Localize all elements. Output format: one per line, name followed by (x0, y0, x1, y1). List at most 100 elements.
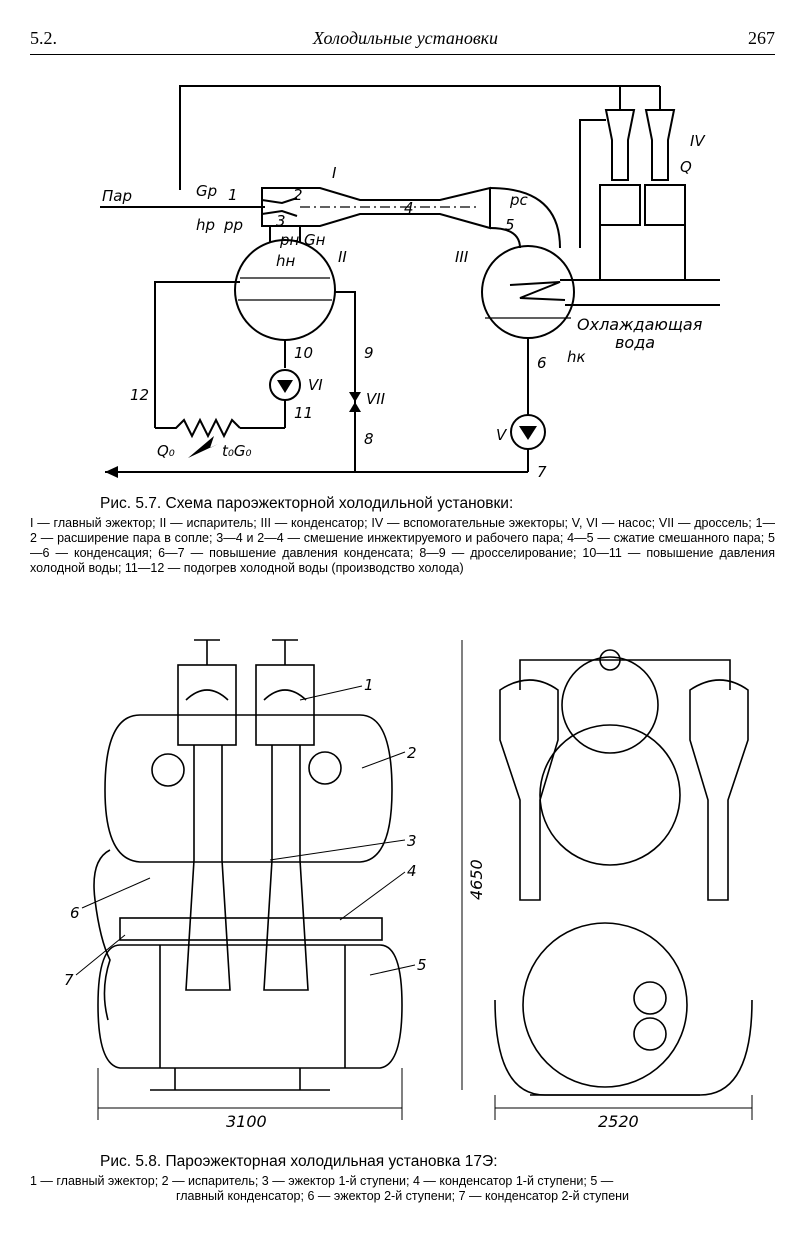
callout-6: 6 (70, 904, 80, 922)
label-point-4: 4 (404, 199, 414, 217)
aux-vapor-line (579, 119, 606, 248)
pump-vi-arrow (277, 380, 293, 393)
label-q0: Q₀ (157, 442, 175, 460)
label-cooling-water-1: Охлаждающая (577, 315, 703, 334)
label-point-12: 12 (130, 386, 149, 404)
figure-5-8-caption-body-1: 1 — главный эжектор; 2 — испаритель; 3 —… (30, 1174, 614, 1188)
aux-condenser-1 (599, 184, 641, 226)
label-cooling-water-2: вода (615, 333, 655, 352)
label-point-9: 9 (364, 344, 374, 362)
figure-5-8-caption-body-2: главный конденсатор; 6 — эжектор 2-й сту… (175, 1189, 630, 1203)
figure-5-8-caption-title: Рис. 5.8. Пароэжекторная холодильная уст… (100, 1153, 498, 1170)
figure-5-7-caption-body: I — главный эжектор; II — испаритель; II… (30, 516, 775, 575)
label-point-1: 1 (228, 186, 238, 204)
label-steam: Пар (102, 187, 132, 205)
callout-4: 4 (407, 862, 417, 880)
figure-5-7-caption: Рис. 5.7. Схема пароэжекторной холодильн… (30, 495, 775, 576)
label-pc: pс (509, 191, 529, 209)
aux-ejector-2 (644, 109, 676, 181)
diffuser-bend (489, 187, 561, 249)
label-roman-II: II (338, 248, 347, 266)
side-condenser-port-1 (633, 981, 667, 1015)
condenser-coil (509, 281, 566, 301)
label-point-8: 8 (364, 430, 374, 448)
label-point-10: 10 (294, 344, 313, 362)
front-manway-left (151, 753, 185, 787)
label-point-2: 2 (293, 186, 303, 204)
front-condenser-shell (97, 944, 403, 1069)
side-evaporator-top (561, 656, 659, 754)
callout-3: 3 (407, 832, 417, 850)
section-number: 5.2. (30, 28, 57, 48)
header-rule (30, 54, 775, 55)
label-point-6: 6 (537, 354, 547, 372)
leader-4 (339, 871, 406, 921)
side-left-ejector (499, 679, 559, 901)
front-side-piping (93, 849, 111, 1021)
leader-5 (369, 964, 416, 976)
label-q: Q (680, 158, 692, 176)
label-pn: pн (279, 231, 300, 249)
front-ejector-2-dome (263, 689, 307, 701)
callout-5: 5 (417, 956, 427, 974)
callout-2: 2 (407, 744, 417, 762)
condenser-vessel (481, 245, 575, 339)
front-ejector-1-dome (185, 689, 229, 701)
heat-arrow (188, 436, 218, 458)
callout-1: 1 (364, 676, 374, 694)
leader-1 (299, 685, 363, 701)
label-point-3: 3 (276, 212, 286, 230)
leader-2 (361, 751, 406, 769)
side-condenser (522, 922, 688, 1088)
label-hn: hн (276, 252, 296, 270)
dim-width-label: 3100 (226, 1112, 267, 1131)
dim-depth-label: 2520 (598, 1112, 639, 1131)
front-ejector-1-body (185, 745, 231, 991)
label-pp: pр (223, 216, 243, 234)
label-gn: Gн (304, 231, 326, 249)
label-point-7: 7 (537, 463, 547, 481)
front-evaporator-shell (104, 714, 393, 863)
aux-ejector-1 (604, 109, 636, 181)
label-hp: hр (196, 216, 215, 234)
running-header: 5.2. Холодильные установки 267 (0, 28, 811, 56)
side-condenser-port-2 (633, 1017, 667, 1051)
heat-load-coil (155, 417, 241, 439)
bottom-arrow (105, 466, 118, 478)
leader-3 (269, 839, 406, 861)
nozzle (261, 197, 298, 217)
side-top-valve (599, 649, 621, 671)
label-gp: Gр (196, 182, 217, 200)
front-ejector-1-top (177, 664, 237, 746)
aux-condenser-2 (644, 184, 686, 226)
figure-5-7-caption-title: Рис. 5.7. Схема пароэжекторной холодильн… (100, 495, 514, 512)
figure-5-8-caption: Рис. 5.8. Пароэжекторная холодильная уст… (30, 1153, 775, 1204)
label-point-11: 11 (294, 404, 313, 422)
return-to-evaporator (154, 281, 240, 428)
side-lower-body (494, 999, 753, 1096)
label-roman-V: V (496, 426, 508, 444)
label-t0g0: t₀G₀ (222, 442, 252, 460)
callout-7: 7 (64, 971, 74, 989)
label-point-5: 5 (505, 216, 515, 234)
label-roman-I: I (332, 164, 337, 182)
side-right-ejector (689, 679, 749, 901)
label-roman-VI: VI (308, 376, 323, 394)
front-ejector-2-body (263, 745, 309, 991)
leader-6 (81, 877, 151, 909)
leader-7 (75, 934, 126, 976)
front-stage1-condenser (119, 917, 383, 941)
front-manway-right (308, 751, 342, 785)
pump-v-arrow (519, 426, 537, 440)
top-return-line (179, 85, 621, 190)
page-number: 267 (748, 28, 775, 48)
label-roman-IV: IV (690, 132, 706, 150)
front-ejector-2-top (255, 664, 315, 746)
label-hk: hк (567, 348, 586, 366)
side-evaporator (539, 724, 681, 866)
label-roman-III: III (455, 248, 469, 266)
figure-5-7-schematic: Пар Gр hр pр 1 2 3 pн Gн hн 4 5 pс I II … (100, 85, 720, 481)
figure-5-8-drawing: 1 2 3 4 5 6 7 3100 2520 4650 (64, 639, 753, 1131)
side-top-piping (519, 659, 731, 690)
